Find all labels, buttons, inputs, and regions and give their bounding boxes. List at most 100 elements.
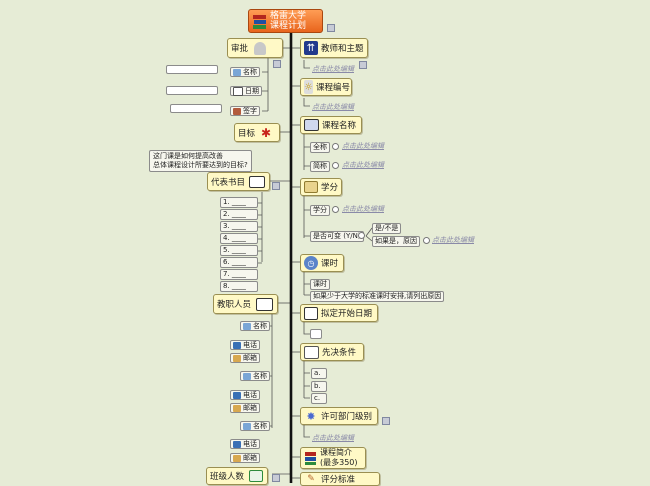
- phone-icon: [233, 440, 241, 448]
- book-item: 7. ____: [220, 269, 258, 280]
- link-icon[interactable]: [327, 24, 335, 32]
- stamp-icon: [254, 41, 267, 55]
- edit-link[interactable]: 点击此处编辑: [342, 161, 384, 169]
- star-icon: ✸: [306, 409, 316, 423]
- note-icon[interactable]: [273, 60, 281, 68]
- goal-question: 这门课是如何提高改善 总体课程设计所要达到的目标?: [149, 150, 252, 172]
- node-goal[interactable]: 目标 ✱: [234, 123, 280, 142]
- node-grading[interactable]: ✎ 评分标准: [300, 472, 380, 486]
- title-line-1: 格雷大学: [270, 11, 307, 21]
- staff-name: 名称: [240, 321, 270, 331]
- node-prereq[interactable]: 先决条件: [300, 343, 364, 361]
- field-yes-no: 是/不是: [372, 223, 402, 234]
- node-start-date[interactable]: 拟定开始日期: [300, 304, 378, 322]
- collapse-toggle[interactable]: [358, 232, 365, 239]
- book-item: 2. ____: [220, 209, 258, 220]
- signature-input[interactable]: [170, 104, 222, 113]
- books-icon: [304, 451, 317, 466]
- field-name: 名称: [230, 67, 260, 77]
- person-icon: [243, 422, 251, 430]
- person-icon: [243, 372, 251, 380]
- node-intro[interactable]: 课程简介 (最多350): [300, 447, 366, 469]
- edit-link[interactable]: 点击此处编辑: [342, 142, 384, 150]
- book-item: 4. ____: [220, 233, 258, 244]
- book-item-number: 1.: [223, 198, 230, 206]
- collapse-toggle[interactable]: [423, 237, 430, 244]
- note-icon[interactable]: [359, 61, 367, 69]
- goal-question-line-1: 这门课是如何提高改善: [153, 152, 223, 160]
- field-date: 日期: [230, 86, 262, 96]
- staff-name: 名称: [240, 421, 270, 431]
- book-item-number: 2.: [223, 210, 230, 218]
- node-dept-level[interactable]: ✸ 许可部门级别: [300, 407, 378, 425]
- staff-email: 邮箱: [230, 403, 260, 413]
- field-short-name: 简称: [310, 161, 330, 172]
- edit-link[interactable]: 点击此处编辑: [342, 205, 384, 213]
- note-icon[interactable]: [382, 417, 390, 425]
- calendar-icon: [304, 306, 318, 320]
- edit-link[interactable]: 点击此处编辑: [312, 434, 354, 442]
- staff-phone: 电话: [230, 390, 260, 400]
- book-item-number: 4.: [223, 234, 230, 242]
- mail-icon: [233, 404, 241, 412]
- staff-email: 邮箱: [230, 453, 260, 463]
- arrows-up-icon: ⇈: [304, 41, 318, 55]
- book-item-number: 8.: [223, 282, 230, 290]
- node-hours[interactable]: ◷ 课时: [300, 254, 344, 272]
- book-item: 8. ____: [220, 281, 258, 292]
- mail-icon: [233, 354, 241, 362]
- prereq-item: a.: [311, 368, 327, 379]
- field-if-yes: 如果是，原因: [372, 236, 420, 247]
- book-item-number: 6.: [223, 258, 230, 266]
- blank-field[interactable]: [310, 329, 322, 339]
- node-approval[interactable]: 审批: [227, 38, 283, 58]
- staff-name: 名称: [240, 371, 270, 381]
- puzzle-icon: ✱: [260, 125, 272, 140]
- field-credits: 学分: [310, 205, 330, 216]
- title-line-2: 课程计划: [270, 21, 307, 31]
- collapse-toggle[interactable]: [332, 162, 339, 169]
- prereq-item: b.: [311, 381, 327, 392]
- edit-link[interactable]: 点击此处编辑: [432, 236, 474, 244]
- node-staff[interactable]: 教职人员: [213, 294, 278, 314]
- book-item: 5. ____: [220, 245, 258, 256]
- node-credits[interactable]: 学分: [300, 178, 342, 196]
- book-icon: [249, 175, 266, 188]
- node-teacher-topic[interactable]: ⇈ 教师和主题: [300, 38, 368, 58]
- note-icon[interactable]: [272, 474, 280, 482]
- note-icon[interactable]: [272, 182, 280, 190]
- field-hours: 课时: [310, 279, 330, 290]
- book-item-number: 7.: [223, 270, 230, 278]
- node-course-name[interactable]: 课程名称: [300, 116, 362, 134]
- pencil-icon: ✎: [307, 474, 315, 484]
- node-class-size[interactable]: 班级人数: [206, 467, 268, 485]
- node-course-code[interactable]: ☼ 课程编号: [300, 78, 352, 96]
- field-signature: 签字: [230, 106, 260, 116]
- person-icon: [233, 68, 241, 76]
- staff-phone: 电话: [230, 439, 260, 449]
- book-item-number: 5.: [223, 246, 230, 254]
- book-item-number: 3.: [223, 222, 230, 230]
- collapse-toggle[interactable]: [332, 206, 339, 213]
- collapse-toggle[interactable]: [332, 143, 339, 150]
- name-input[interactable]: [166, 65, 218, 74]
- speech-bubble-icon: [256, 297, 274, 311]
- date-input[interactable]: [166, 86, 218, 95]
- goal-question-line-2: 总体课程设计所要达到的目标?: [153, 161, 248, 169]
- phone-icon: [233, 341, 241, 349]
- staff-email: 邮箱: [230, 353, 260, 363]
- edit-link[interactable]: 点击此处编辑: [312, 103, 354, 111]
- clock-icon: ◷: [304, 256, 318, 270]
- mail-icon: [233, 454, 241, 462]
- node-books[interactable]: 代表书目: [207, 172, 270, 191]
- calendar-icon: [233, 86, 243, 96]
- title-node[interactable]: 格雷大学 课程计划: [248, 9, 323, 33]
- book-item: 6. ____: [220, 257, 258, 268]
- books-icon: [252, 13, 267, 30]
- edit-link[interactable]: 点击此处编辑: [312, 65, 354, 73]
- field-repeatable: 是否可变 (Y/N): [310, 231, 364, 242]
- book-item: 1. ____: [220, 197, 258, 208]
- folder-icon: [304, 181, 318, 193]
